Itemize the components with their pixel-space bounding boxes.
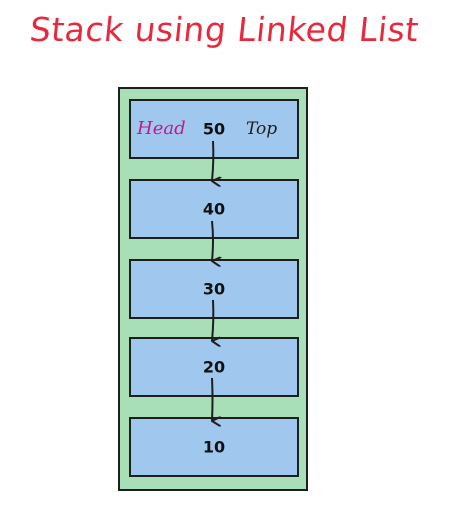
node-value: 10: [202, 437, 226, 457]
stack-node: 20: [129, 337, 299, 397]
stack-node: 10: [129, 417, 299, 477]
node-value: 40: [202, 199, 226, 219]
node-value: 50: [202, 119, 226, 139]
top-label: Top: [246, 119, 278, 139]
node-value: 20: [202, 357, 226, 377]
stack-node: 30: [129, 259, 299, 319]
head-label: Head: [137, 118, 186, 139]
node-value: 30: [202, 279, 226, 299]
diagram-title: Stack using Linked List: [27, 10, 421, 49]
stack-node: 40: [129, 179, 299, 239]
